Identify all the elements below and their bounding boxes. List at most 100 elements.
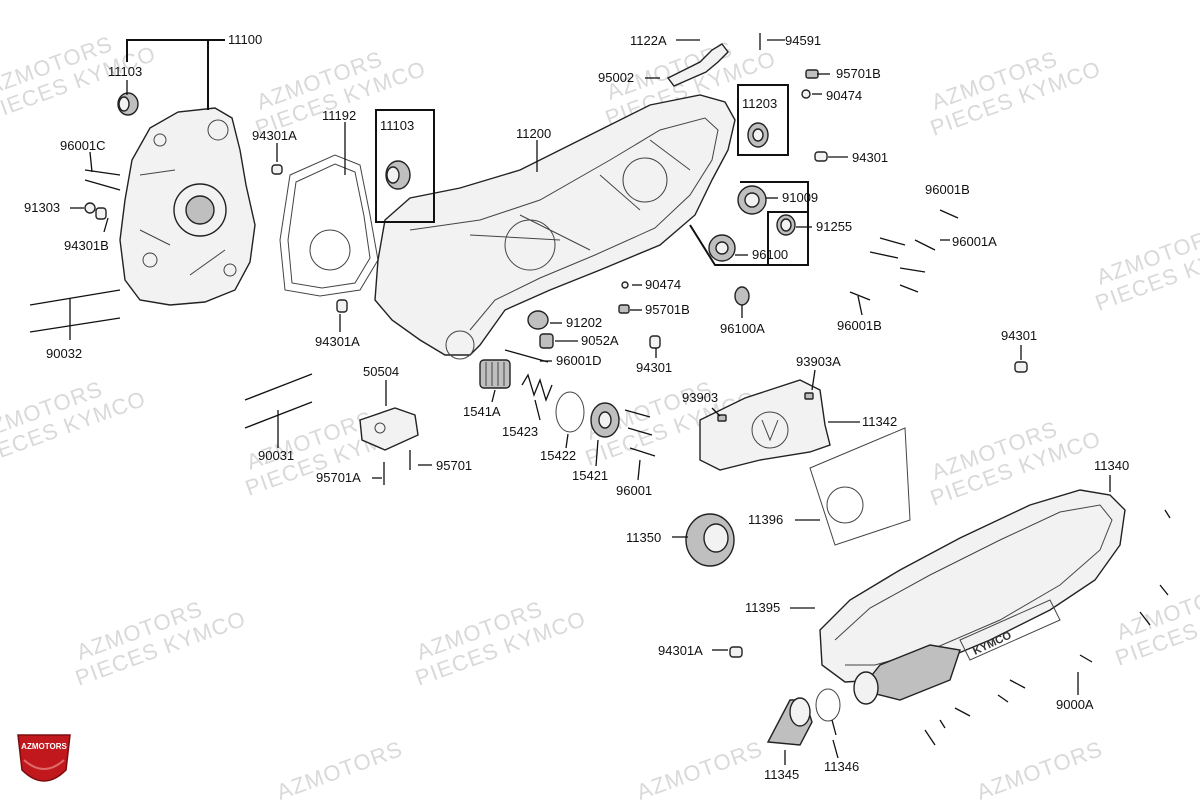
part-label: 96001B — [925, 182, 970, 197]
part-label: 94301A — [315, 334, 360, 349]
seal-96100a — [734, 286, 750, 306]
part-label: 15421 — [572, 468, 608, 483]
part-label: 96100 — [752, 247, 788, 262]
part-label: 11346 — [824, 759, 859, 774]
part-label: 93903A — [796, 354, 841, 369]
bolt-cluster-96001 — [849, 209, 959, 301]
dowel-94301-mid — [649, 335, 661, 349]
part-label: 95701B — [645, 302, 690, 317]
bolt-93903 — [717, 414, 727, 422]
dowel-94301a-left — [336, 299, 348, 313]
part-label: 90474 — [826, 88, 862, 103]
bolt-95701b-top — [805, 69, 819, 79]
gasket-11192 — [279, 154, 379, 297]
part-label: 95701 — [436, 458, 472, 473]
azmotors-logo: AZMOTORS — [17, 734, 71, 782]
bearing-91009 — [737, 185, 767, 215]
part-label: 91303 — [24, 200, 60, 215]
part-label: 1122A — [630, 33, 667, 48]
part-label: 11200 — [516, 126, 551, 141]
hose-1122a — [666, 43, 729, 87]
part-label: 11103 — [108, 64, 142, 79]
dowel-94301-top — [814, 151, 828, 162]
logo-text: AZMOTORS — [21, 742, 67, 751]
part-label: 94301 — [636, 360, 672, 375]
cover-bolts — [924, 509, 1171, 746]
clamp-11346 — [815, 688, 841, 736]
cover-11342 — [699, 379, 831, 471]
part-label: 11203 — [742, 96, 777, 111]
seal-91255 — [776, 214, 796, 236]
part-label: 95002 — [598, 70, 634, 85]
washer-90474-top — [801, 89, 811, 99]
watermark-line1: AZMOTORS — [973, 736, 1106, 800]
washer-91303 — [84, 202, 96, 214]
part-labels: 11100 11103 96001C 91303 94301B 94301A 1… — [24, 32, 1129, 782]
part-label: 96001D — [556, 353, 602, 368]
studs-90032 — [29, 289, 121, 333]
part-label: 95701B — [836, 66, 881, 81]
bolts-96001 — [624, 409, 656, 457]
part-label: 94591 — [785, 33, 821, 48]
fan-cover-11350 — [685, 513, 735, 567]
bracket-50504 — [359, 407, 419, 451]
dowel-94301a-top — [271, 164, 283, 175]
callout-box-11203 — [737, 84, 789, 156]
part-label: 11350 — [626, 530, 661, 545]
bolt-96001d — [504, 349, 549, 363]
part-label: 95701A — [316, 470, 361, 485]
part-label: 15423 — [502, 424, 538, 439]
part-label: 90032 — [46, 346, 82, 361]
oring-15422 — [555, 391, 585, 433]
part-label: 91255 — [816, 219, 852, 234]
part-label: 9052A — [581, 333, 619, 348]
watermark-line1: AZMOTORS — [633, 736, 766, 800]
part-label: 94301A — [658, 643, 703, 658]
part-label: 94301A — [252, 128, 297, 143]
part-label: 50504 — [363, 364, 399, 379]
part-label: 94301 — [1001, 328, 1037, 343]
filter-1541a — [479, 359, 511, 389]
part-label: 91202 — [566, 315, 602, 330]
part-label: 96001 — [616, 483, 652, 498]
bolts-96001c — [84, 169, 121, 191]
part-label: 94301 — [852, 150, 888, 165]
part-label: 90031 — [258, 448, 294, 463]
dowel-94301-right — [1014, 361, 1028, 373]
bearing-96100 — [708, 234, 736, 262]
part-label: 96001B — [837, 318, 882, 333]
oring-91202 — [527, 310, 549, 330]
part-label: 93903 — [682, 390, 718, 405]
part-label: 9000A — [1056, 697, 1094, 712]
part-label: 90474 — [645, 277, 681, 292]
part-label: 11192 — [322, 108, 356, 123]
part-label: 96001A — [952, 234, 997, 249]
part-label: 15422 — [540, 448, 576, 463]
part-label: 11396 — [748, 512, 783, 527]
part-label: 11340 — [1094, 458, 1129, 473]
gasket-11396 — [809, 427, 911, 546]
bushing-11103-left — [117, 92, 139, 116]
part-label: 11395 — [745, 600, 780, 615]
leader-lines — [69, 39, 1111, 765]
bearing-11203 — [747, 122, 769, 148]
bolt-93903a — [804, 392, 814, 400]
part-label: 11342 — [862, 414, 897, 429]
duct-11345 — [766, 697, 813, 746]
part-label: 94301B — [64, 238, 109, 253]
bolt-95701b-mid — [618, 304, 630, 314]
spring-15423 — [521, 373, 553, 402]
dowel-94301a-bottom — [729, 646, 743, 658]
bushing-11103-right — [385, 160, 411, 190]
plug-9052a — [539, 333, 554, 349]
part-label: 91009 — [782, 190, 818, 205]
part-label: 96001C — [60, 138, 106, 153]
washer-90474-mid — [621, 281, 629, 289]
watermark-line1: AZMOTORS — [273, 736, 406, 800]
callout-bracket-96100 — [689, 211, 809, 266]
part-label: 11345 — [764, 767, 799, 782]
cap-15421 — [590, 402, 620, 438]
part-label: 96100A — [720, 321, 765, 336]
part-label: 11103 — [380, 118, 414, 133]
